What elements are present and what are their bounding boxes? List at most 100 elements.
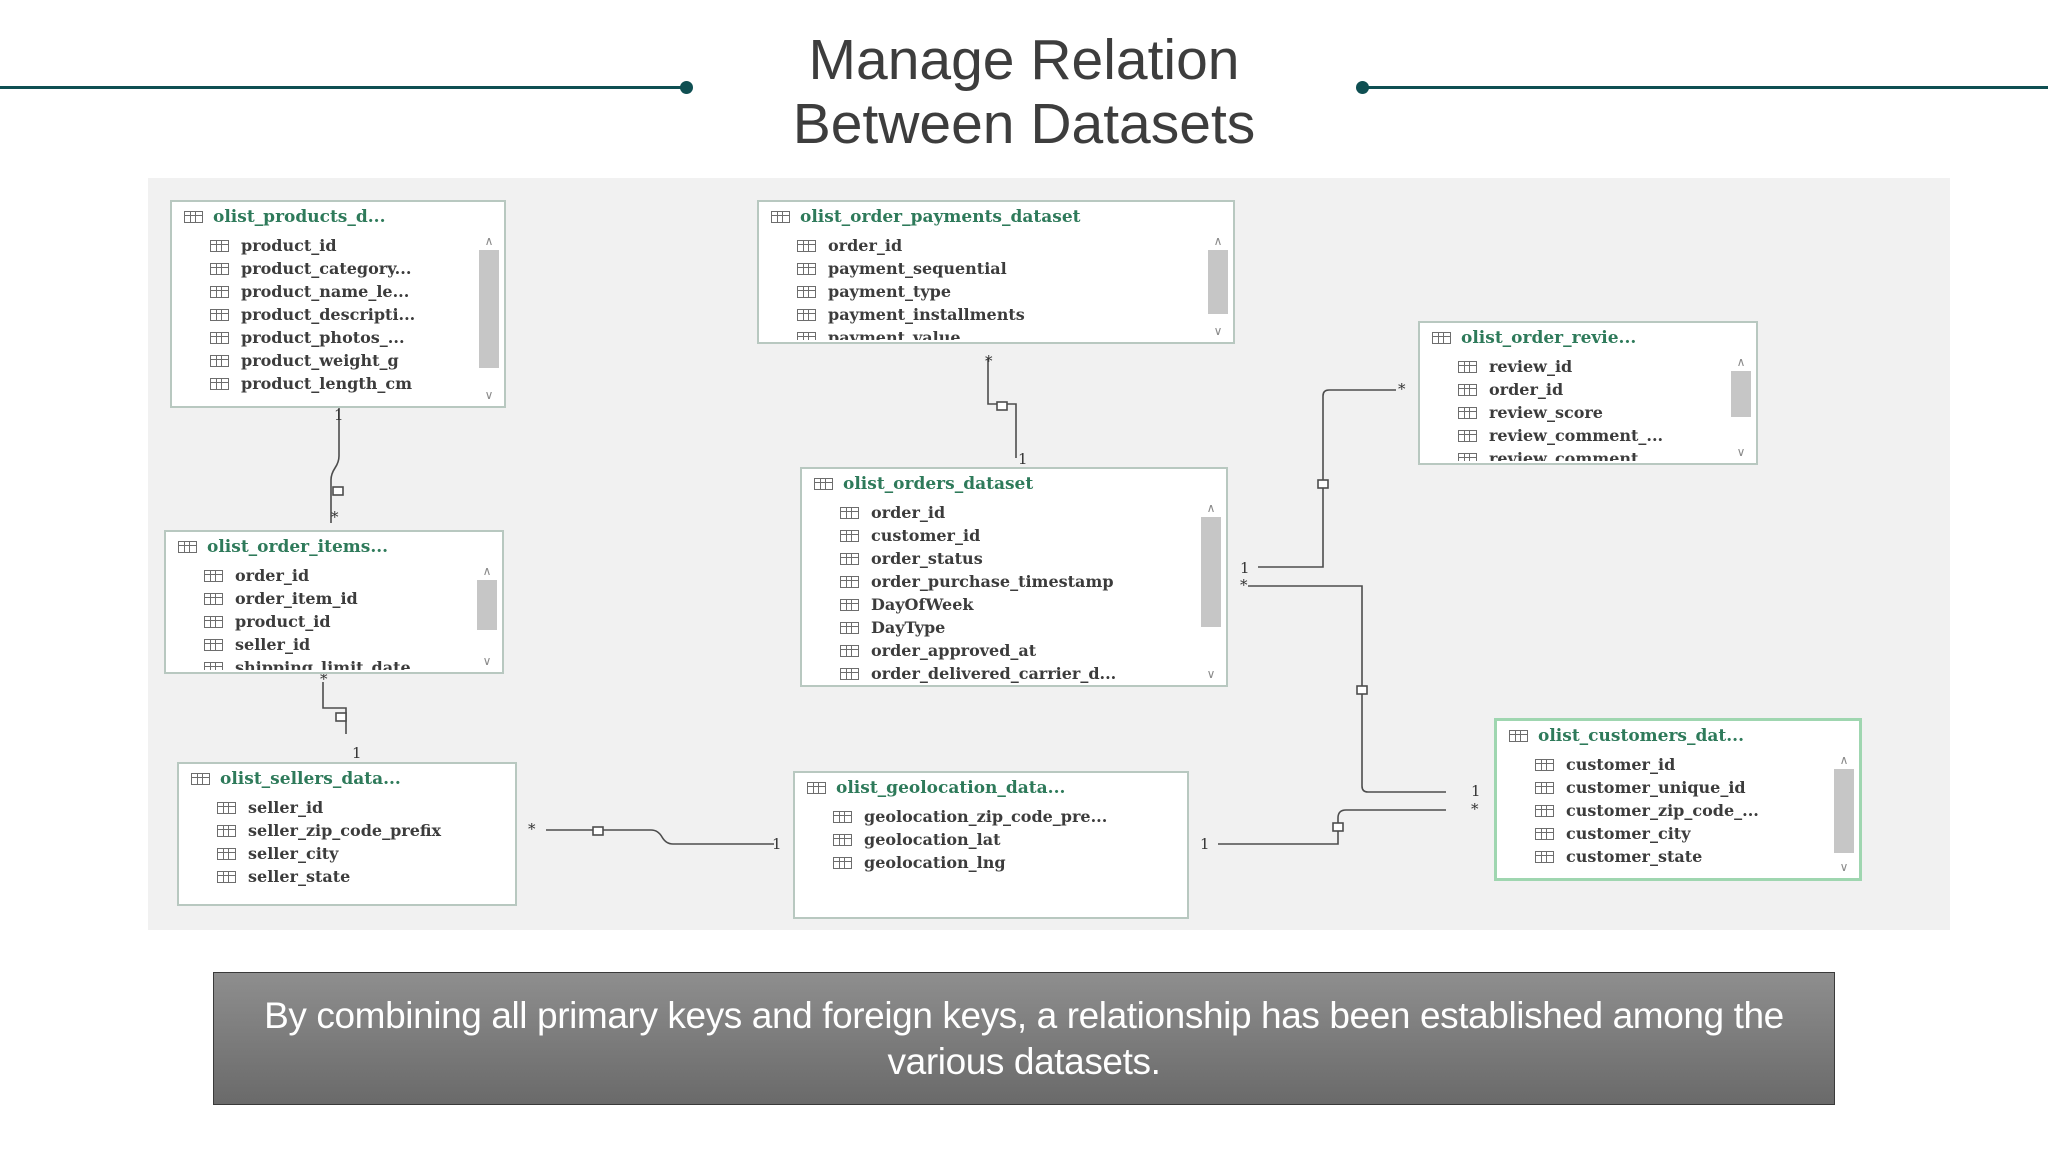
table-scrollbar[interactable]: ∧∨ [1200, 501, 1222, 681]
field-row[interactable]: product_photos_... [172, 326, 474, 349]
scroll-down-icon[interactable]: ∨ [1736, 445, 1746, 459]
scroll-up-icon[interactable]: ∧ [1213, 234, 1223, 248]
table-title[interactable]: olist_products_d... [172, 202, 504, 232]
column-icon [833, 833, 852, 846]
field-row[interactable]: seller_zip_code_prefix [179, 819, 485, 842]
relationship-diagram[interactable]: 1 * * 1 * 1 * 1 1 * * 1 * 1 olist_produc… [148, 178, 1950, 930]
field-row[interactable]: seller_state [179, 865, 485, 888]
field-list[interactable]: geolocation_zip_code_pre...geolocation_l… [795, 805, 1157, 915]
field-row[interactable]: order_id [1420, 378, 1726, 401]
table-scrollbar[interactable]: ∧∨ [476, 564, 498, 668]
scroll-thumb[interactable] [1201, 517, 1221, 627]
scroll-thumb[interactable] [477, 580, 497, 630]
field-row[interactable]: review_comment_... [1420, 447, 1726, 461]
field-row[interactable]: product_weight_g [172, 349, 474, 372]
field-row[interactable]: seller_id [179, 796, 485, 819]
scroll-up-icon[interactable]: ∧ [1839, 753, 1849, 767]
field-row[interactable]: product_id [172, 234, 474, 257]
table-title[interactable]: olist_geolocation_data... [795, 773, 1187, 803]
field-row[interactable]: order_id [166, 564, 472, 587]
table-title[interactable]: olist_order_revie... [1420, 323, 1756, 353]
field-row[interactable]: product_id [166, 610, 472, 633]
field-row[interactable]: DayOfWeek [802, 593, 1196, 616]
table-card-order-items[interactable]: olist_order_items... order_id order_item_i… [164, 530, 504, 674]
table-title[interactable]: olist_orders_dataset [802, 469, 1226, 499]
field-row[interactable]: product_length_cm [172, 372, 474, 395]
field-row[interactable]: payment_sequential [759, 257, 1203, 280]
field-row[interactable]: shipping_limit_date [166, 656, 472, 670]
scroll-down-icon[interactable]: ∨ [1839, 860, 1849, 874]
field-name: seller_city [248, 844, 339, 863]
field-row[interactable]: geolocation_lng [795, 851, 1157, 874]
table-scrollbar[interactable]: ∧∨ [478, 234, 500, 402]
field-row[interactable]: review_comment_... [1420, 424, 1726, 447]
table-title[interactable]: olist_sellers_data... [179, 764, 515, 794]
scroll-down-icon[interactable]: ∨ [484, 388, 494, 402]
field-row[interactable]: order_purchase_timestamp [802, 570, 1196, 593]
relationship-arrow-icon [332, 486, 344, 496]
table-card-geolocation[interactable]: olist_geolocation_data...geolocation_zip… [793, 771, 1189, 919]
scroll-down-icon[interactable]: ∨ [1213, 324, 1223, 338]
field-row[interactable]: review_id [1420, 355, 1726, 378]
scroll-thumb[interactable] [1208, 250, 1228, 314]
field-row[interactable]: DayType [802, 616, 1196, 639]
field-row[interactable]: customer_city [1497, 822, 1829, 845]
title-rule-right-dot [1356, 81, 1369, 94]
field-row[interactable]: order_approved_at [802, 639, 1196, 662]
field-row[interactable]: customer_id [1497, 753, 1829, 776]
field-row[interactable]: review_score [1420, 401, 1726, 424]
field-row[interactable]: order_id [802, 501, 1196, 524]
field-row[interactable]: product_name_le... [172, 280, 474, 303]
scroll-up-icon[interactable]: ∧ [1206, 501, 1216, 515]
field-row[interactable]: geolocation_zip_code_pre... [795, 805, 1157, 828]
scroll-up-icon[interactable]: ∧ [1736, 355, 1746, 369]
table-title[interactable]: olist_order_items... [166, 532, 502, 562]
scroll-up-icon[interactable]: ∧ [482, 564, 492, 578]
column-icon [204, 569, 223, 582]
field-row[interactable]: product_category... [172, 257, 474, 280]
scroll-thumb[interactable] [479, 250, 499, 368]
field-row[interactable]: order_item_id [166, 587, 472, 610]
scroll-up-icon[interactable]: ∧ [484, 234, 494, 248]
cardinality-label: * [985, 352, 993, 370]
field-row[interactable]: order_id [759, 234, 1203, 257]
field-name: order_id [235, 566, 310, 585]
field-row[interactable]: seller_id [166, 633, 472, 656]
table-scrollbar[interactable]: ∧∨ [1207, 234, 1229, 338]
field-row[interactable]: payment_value [759, 326, 1203, 340]
field-row[interactable]: customer_zip_code_... [1497, 799, 1829, 822]
table-scrollbar[interactable]: ∧∨ [1730, 355, 1752, 459]
link-products-order-items [330, 406, 340, 523]
field-row[interactable]: payment_installments [759, 303, 1203, 326]
field-row[interactable]: customer_state [1497, 845, 1829, 868]
scroll-thumb[interactable] [1834, 769, 1854, 853]
cardinality-label: 1 [1240, 559, 1250, 577]
field-row[interactable]: order_delivered_carrier_d... [802, 662, 1196, 683]
scroll-thumb[interactable] [1731, 371, 1751, 417]
field-row[interactable]: payment_type [759, 280, 1203, 303]
scroll-down-icon[interactable]: ∨ [482, 654, 492, 668]
field-row[interactable]: geolocation_lat [795, 828, 1157, 851]
field-row[interactable]: customer_id [802, 524, 1196, 547]
field-row[interactable]: product_descripti... [172, 303, 474, 326]
field-row[interactable]: customer_unique_id [1497, 776, 1829, 799]
table-title[interactable]: olist_order_payments_dataset [759, 202, 1233, 232]
table-title[interactable]: olist_customers_dat... [1497, 721, 1859, 751]
field-row[interactable]: order_status [802, 547, 1196, 570]
field-row[interactable]: seller_city [179, 842, 485, 865]
table-scrollbar[interactable]: ∧∨ [1833, 753, 1855, 874]
scroll-down-icon[interactable]: ∨ [1206, 667, 1216, 681]
